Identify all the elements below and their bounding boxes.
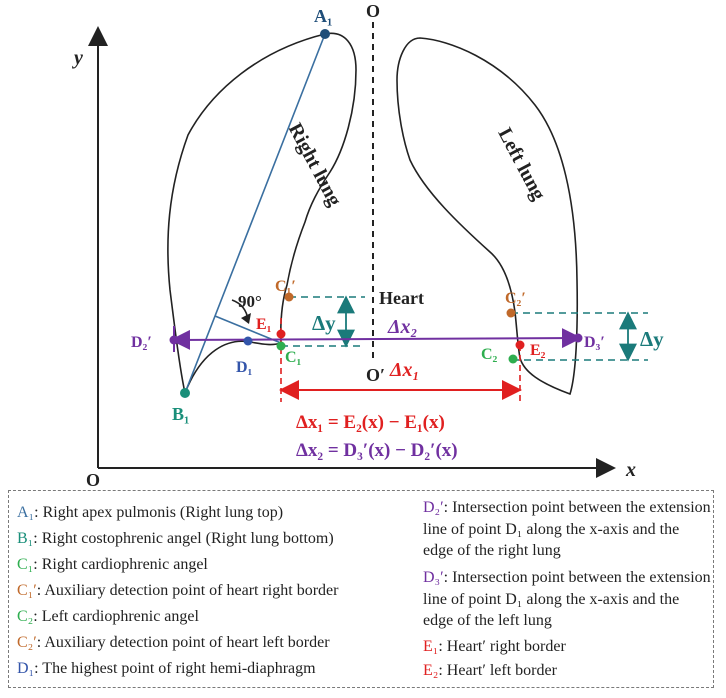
legend-text: : The highest point of right hemi-diaphr… [34,660,316,677]
midline-bottom-label: O′ [366,365,385,385]
legend-key: C₂ [17,608,34,625]
point-c1 [276,341,286,351]
legend-text: : Heart′ right border [438,638,566,655]
lung-heart-diagram: y x O O O′ Right lung Left lung 90° Δy Δ… [72,1,664,488]
legend-item-e2: E₂: Heart′ left border [423,661,557,681]
x-axis-label: x [625,459,636,481]
midline-top-label: O [366,1,380,21]
origin-label: O [86,470,100,488]
point-c2p [506,308,516,318]
legend-text: : Auxiliary detection point of heart rig… [36,582,339,599]
legend-text: : Intersection point between the extensi… [423,499,711,559]
legend-key: D₃′ [423,569,444,586]
label-d3p: D₃′ [584,334,605,351]
label-b1: B₁ [172,404,189,424]
point-e2 [515,340,525,350]
label-d1: D₁ [236,359,253,376]
dx1-label: Δx₁ [389,359,420,381]
legend-text: : Heart′ left border [438,662,557,679]
legend-text: : Right apex pulmonis (Right lung top) [34,504,284,521]
legend-text: : Auxiliary detection point of heart lef… [36,634,330,651]
left-lung-outline [396,37,579,396]
label-c1p: C₁′ [275,278,296,295]
dx2-arrow [170,328,582,350]
point-d3p [573,333,583,343]
label-c2: C₂ [481,346,498,363]
dy-left-label: Δy [312,311,336,335]
label-e1: E₁ [256,316,272,333]
legend-item-c2: C₂: Left cardiophrenic angel [17,607,199,627]
legend-text: : Right costophrenic angel (Right lung b… [33,530,334,547]
legend-item-c1p: C₁′: Auxiliary detection point of heart … [17,581,338,601]
heart-label: Heart [379,288,424,308]
label-e2: E₂ [530,342,546,359]
left-lung-label: Left lung [493,124,549,204]
legend-key: E₂ [423,662,439,679]
label-a1: A₁ [314,6,332,26]
point-e1 [276,329,286,339]
formula-dx1: Δx₁ = E₂(x) − E₁(x) [296,412,445,433]
legend-item-d3p: D₃′: Intersection point between the exte… [423,567,711,632]
legend-key: E₁ [423,638,439,655]
legend-key: D₂′ [423,499,444,516]
legend-item-e1: E₁: Heart′ right border [423,637,566,657]
legend-text: : Left cardiophrenic angel [33,608,199,625]
legend-text: : Intersection point between the extensi… [423,569,711,629]
legend-key: D₁ [17,660,35,677]
angle-label: 90° [238,292,262,311]
point-d1 [243,336,253,346]
legend-item-d2p: D₂′: Intersection point between the exte… [423,497,711,562]
legend-item-c1: C₁: Right cardiophrenic angel [17,555,208,575]
legend-key: B₁ [17,530,34,547]
legend-item-a1: A₁: Right apex pulmonis (Right lung top) [17,503,283,523]
dy-right-label: Δy [640,327,664,351]
legend-text: : Right cardiophrenic angel [33,556,208,573]
legend-item-b1: B₁: Right costophrenic angel (Right lung… [17,529,334,549]
point-a1 [320,29,330,39]
right-angle-arrowhead [241,313,251,324]
point-c2 [508,354,518,364]
formula-dx2: Δx₂ = D₃′(x) − D₂′(x) [296,440,458,461]
y-axis-label: y [72,47,83,69]
label-c2p: C₂′ [505,290,526,307]
point-d2p [169,335,179,345]
label-d2p: D₂′ [131,334,152,351]
legend-box: A₁: Right apex pulmonis (Right lung top)… [8,490,714,688]
label-c1: C₁ [285,349,302,366]
legend-key: C₁′ [17,582,37,599]
point-c1p [284,292,294,302]
legend-key: C₂′ [17,634,37,651]
dx2-label: Δx₂ [387,316,418,338]
legend-item-d1: D₁: The highest point of right hemi-diap… [17,659,316,679]
legend-key: A₁ [17,504,35,521]
legend-item-c2p: C₂′: Auxiliary detection point of heart … [17,633,330,653]
legend-key: C₁ [17,556,34,573]
point-b1 [180,388,190,398]
